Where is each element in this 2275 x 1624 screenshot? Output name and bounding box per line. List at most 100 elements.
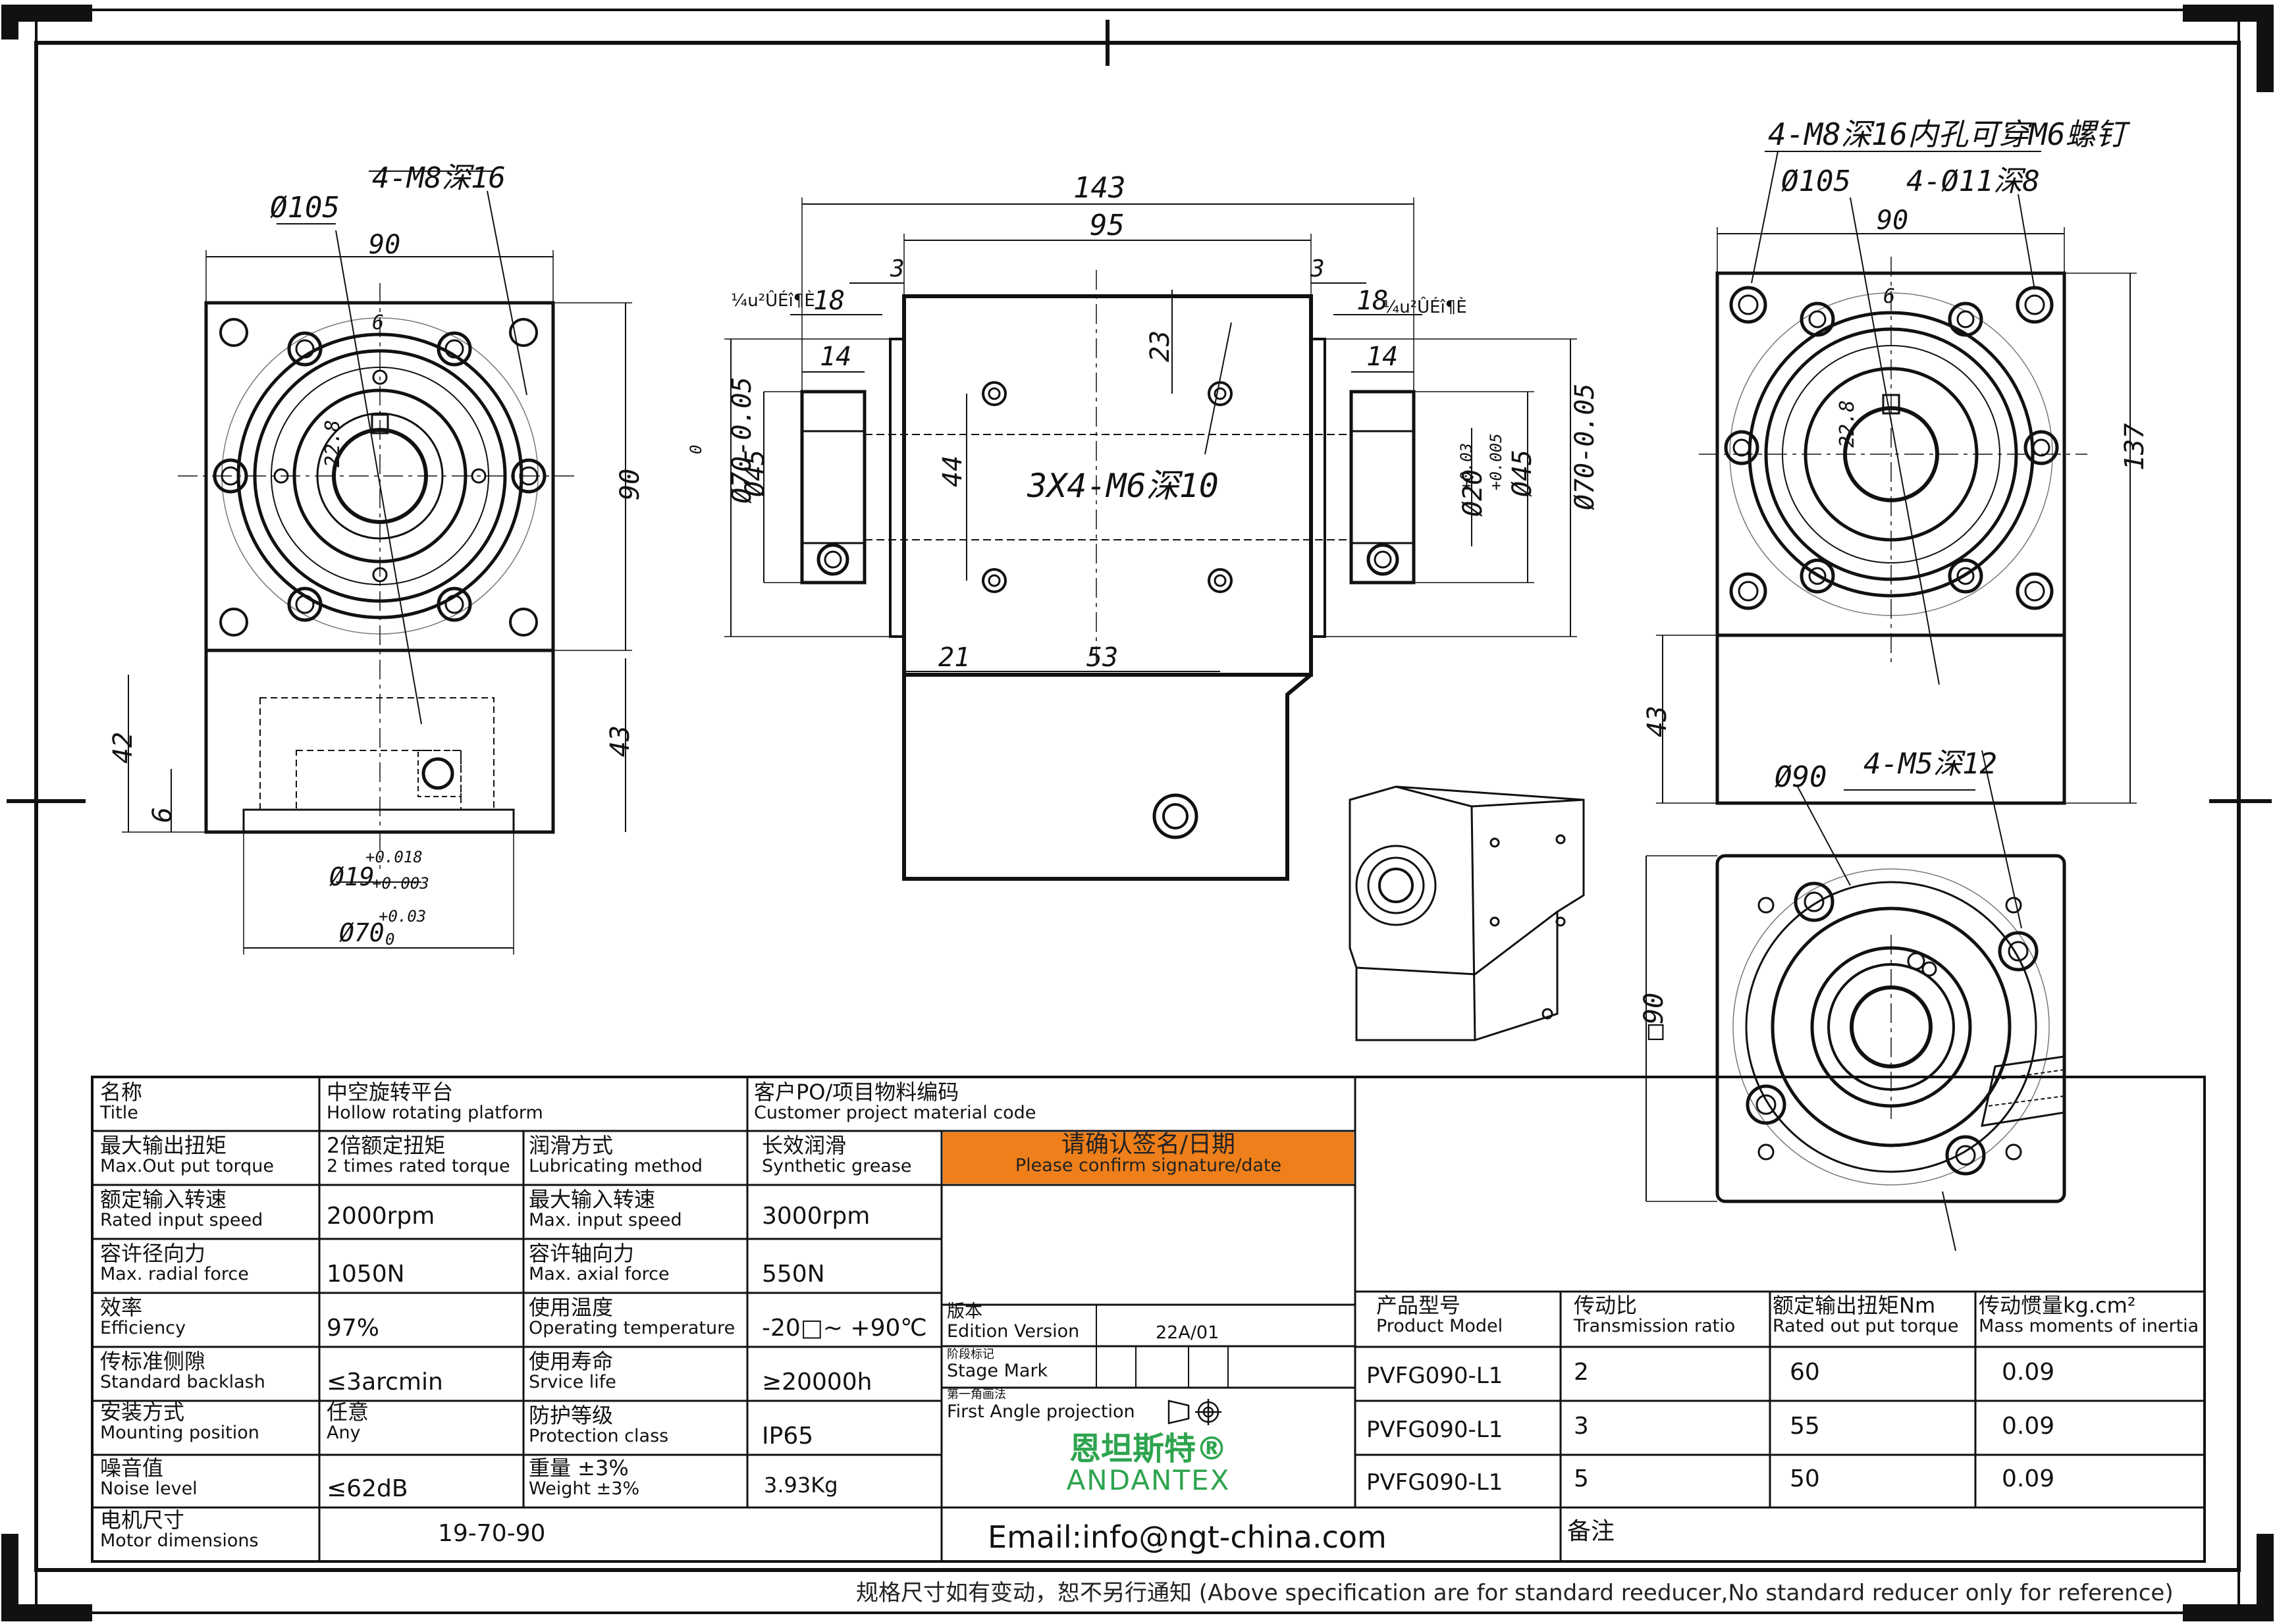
dim-left-key: 6 — [372, 311, 384, 334]
model-row-1-model: PVFG090-L1 — [1366, 1363, 1503, 1389]
dim-right-43: 43 — [1642, 706, 1673, 737]
title-block-grid — [91, 1076, 2206, 1563]
dim-right-holes-b: 4-Ø11深8 — [1906, 165, 2040, 198]
model-row-1-ratio: 2 — [1574, 1359, 1589, 1386]
dim-left-h43: 43 — [605, 725, 635, 757]
dim-left-shaft-tol-up: +0.018 — [365, 848, 423, 866]
dim-left-pilot-tol-dn: 0 — [385, 930, 394, 949]
model-row-1-torque: 60 — [1790, 1359, 1820, 1386]
edition-value: 22A/01 — [1156, 1323, 1219, 1343]
dim-center-95: 95 — [1090, 209, 1125, 242]
dim-left-h42: 42 — [108, 732, 138, 764]
row-life-value: ≥20000h — [762, 1369, 872, 1396]
dim-center-garble-a: ¼u²ÛÉî¶È — [731, 290, 815, 311]
row-rated-speed-value: 2000rpm — [327, 1203, 435, 1230]
model-row-1-inertia: 0.09 — [2002, 1359, 2055, 1386]
model-row-3-inertia: 0.09 — [2002, 1465, 2055, 1492]
footer-note: 规格尺寸如有变动，恕不另行通知 (Above specification are… — [856, 1580, 2174, 1606]
dim-left-h6: 6 — [147, 807, 178, 823]
dim-left-shaft-tol-dn: +0.003 — [372, 874, 429, 893]
motor-value: 19-70-90 — [438, 1520, 546, 1547]
row-efficiency-value: 97% — [327, 1315, 380, 1342]
confirm-header-bg — [943, 1132, 1354, 1184]
dim-right-w90: 90 — [1877, 205, 1908, 236]
dim-center-44: 44 — [938, 456, 968, 487]
dim-left-key-h: 22.8 — [321, 420, 344, 467]
dim-center-garble-b: ¼u²ÛÉî¶È — [1383, 296, 1467, 317]
row-backlash-value: ≤3arcmin — [327, 1369, 443, 1396]
dim-center-21: 21 — [938, 642, 970, 673]
dim-right-holes-top: 4-M8深16内孔可穿M6螺钉 — [1768, 117, 2131, 152]
right-bottom-view — [1646, 750, 2066, 1251]
model-row-3-torque: 50 — [1790, 1465, 1820, 1492]
dim-center-23: 23 — [1145, 330, 1175, 362]
dim-left-shaft: Ø19 — [329, 862, 375, 891]
dim-center-20-dn: +0.005 — [1487, 433, 1505, 490]
dim-center-70b: Ø70-0.05 — [1570, 383, 1600, 510]
dim-center-18b: 18 — [1356, 286, 1388, 316]
dim-left-w90: 90 — [369, 230, 400, 260]
dim-center-20: Ø20 — [1458, 469, 1488, 517]
dim-center-3a: 3 — [890, 255, 905, 282]
isometric-view — [1349, 785, 1585, 1041]
row-temperature-value: -20□~ +90℃ — [762, 1315, 927, 1342]
dim-center-20-up: +0.03 — [1457, 443, 1476, 490]
dim-center-70a-top: 0 — [687, 445, 705, 454]
dim-right-137: 137 — [2120, 423, 2150, 471]
dim-left-h90: 90 — [615, 469, 645, 500]
dim-center-18a: 18 — [813, 286, 845, 316]
center-view — [724, 197, 1577, 881]
dim-left-pilot-tol-up: +0.03 — [379, 907, 426, 926]
dim-right-m5: 4-M5深12 — [1863, 747, 1997, 781]
right-top-view — [1656, 151, 2137, 805]
dim-left-holes: 4-M8深16 — [372, 161, 506, 195]
dim-left-105: Ø105 — [270, 191, 340, 224]
left-view — [122, 170, 632, 955]
row-protection-value: IP65 — [762, 1423, 814, 1450]
dim-center-70a: Ø70-0.05 — [727, 377, 757, 504]
remark-label: 备注 — [1567, 1518, 1615, 1545]
row-weight-label: 重量 ±3%Weight ±3% — [529, 1455, 640, 1499]
dimension-labels: Ø105 4-M8深16 90 90 43 42 6 Ø19 +0.018 +0… — [108, 117, 2150, 1040]
brand-logo: 恩坦斯特® ANDANTEX — [1066, 1430, 1231, 1496]
dim-right-d90: Ø90 — [1775, 760, 1827, 794]
projection-symbol — [1167, 1399, 1221, 1425]
dim-center-14a: 14 — [820, 342, 851, 372]
row-radial-value: 1050N — [327, 1261, 405, 1288]
row-noise-value: ≤62dB — [327, 1475, 408, 1502]
dim-center-45a: Ø45 — [740, 450, 770, 497]
dim-center-143: 143 — [1073, 171, 1125, 205]
model-row-2-ratio: 3 — [1574, 1413, 1589, 1440]
email-text[interactable]: Email:info@ngt-china.com — [988, 1519, 1387, 1555]
model-row-2-inertia: 0.09 — [2002, 1413, 2055, 1440]
dim-right-key: 6 — [1883, 285, 1895, 308]
